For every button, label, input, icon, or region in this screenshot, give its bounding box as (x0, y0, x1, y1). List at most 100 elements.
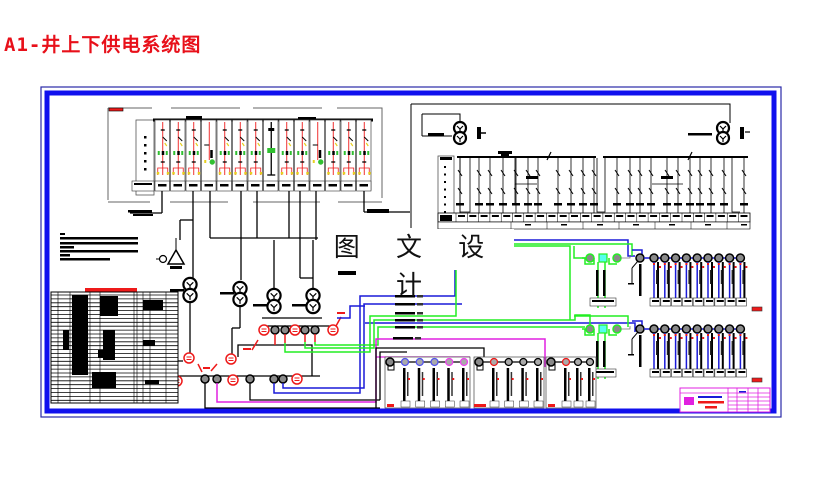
node (735, 253, 746, 263)
face-distribution-box (384, 356, 471, 409)
title-block (679, 387, 771, 413)
switch-node-icon (200, 374, 210, 384)
node (452, 130, 468, 146)
wire (459, 135, 464, 140)
wire (179, 142, 183, 147)
box (716, 300, 724, 302)
switch-node-icon (681, 324, 692, 334)
ct-symbol (590, 203, 598, 206)
box (666, 270, 669, 284)
box (337, 312, 345, 314)
ct-marker (182, 172, 185, 175)
box (437, 378, 440, 380)
breaker-green (157, 151, 160, 155)
lv-feeder (647, 158, 655, 213)
ct-loop (157, 167, 169, 175)
surge-arrester (740, 127, 744, 139)
ct-marker (352, 172, 356, 175)
node (289, 324, 301, 336)
switch-node-icon (635, 253, 645, 263)
box (417, 303, 423, 306)
cable (476, 362, 484, 371)
box (728, 334, 731, 336)
wire (239, 296, 244, 302)
switch-node-icon (278, 374, 288, 384)
box (408, 378, 410, 380)
ct-loop (343, 167, 355, 175)
node (670, 324, 681, 334)
switch-node-icon (546, 357, 556, 367)
lv-group-label (705, 224, 711, 226)
lv-feeder-label (503, 215, 511, 217)
box (653, 263, 655, 265)
box (666, 341, 669, 355)
lv-feeder-label (650, 215, 658, 217)
feeder-switch (703, 324, 715, 378)
box (691, 266, 694, 268)
cable-blue (337, 305, 365, 319)
cable-label (395, 326, 415, 329)
label-cell (445, 400, 455, 408)
node (327, 324, 339, 336)
breaker (487, 187, 493, 195)
box (170, 266, 182, 269)
breaker-green (267, 148, 276, 153)
ct-loop (296, 167, 308, 175)
disconnector (555, 169, 561, 177)
box (415, 337, 421, 340)
node (692, 324, 702, 334)
box (734, 337, 737, 339)
table-fill (143, 300, 163, 310)
switch-node-icon (400, 357, 410, 367)
ct-symbol (534, 203, 542, 206)
ct-loop (327, 167, 339, 175)
cable-green (314, 326, 585, 346)
box (462, 368, 465, 402)
box (685, 263, 688, 265)
feeder-switch (714, 324, 726, 378)
disconnector (637, 169, 643, 177)
disconnector (648, 169, 654, 177)
breaker-green (181, 151, 184, 155)
lv-feeder (674, 158, 682, 213)
breaker-body (347, 151, 351, 155)
box (436, 372, 438, 396)
lv-feeder-label (604, 215, 612, 217)
box (511, 378, 514, 380)
node (681, 324, 692, 334)
tag (751, 377, 763, 383)
switchgear-panel (309, 119, 325, 192)
table-title (85, 288, 137, 292)
label-cell (459, 400, 470, 408)
box (674, 263, 677, 265)
lv-feeder-label (469, 215, 477, 217)
lv-label-row (437, 212, 751, 223)
box (403, 368, 406, 402)
box (662, 371, 670, 373)
box (706, 300, 713, 302)
node (212, 374, 222, 384)
box (738, 300, 746, 302)
switch-node-icon (561, 357, 571, 367)
ct-marker (156, 172, 160, 175)
ct-marker (280, 172, 284, 175)
switch-node-icon (245, 374, 255, 384)
switch-node-icon (692, 324, 702, 334)
disconnector (363, 136, 369, 142)
box (685, 334, 688, 336)
wire (309, 292, 314, 298)
switch-node-icon (660, 253, 670, 263)
box (739, 391, 746, 393)
breaker-body (192, 151, 196, 155)
disconnector (697, 169, 703, 177)
feeder-switch (649, 324, 661, 378)
lv-feeder (707, 158, 715, 213)
lv-feeder-label (717, 215, 725, 217)
disconnector (286, 136, 292, 142)
cable (620, 255, 631, 259)
switch-node-icon (459, 357, 469, 367)
ct-marker (166, 172, 170, 175)
box (652, 371, 659, 373)
breaker-green (343, 151, 346, 155)
